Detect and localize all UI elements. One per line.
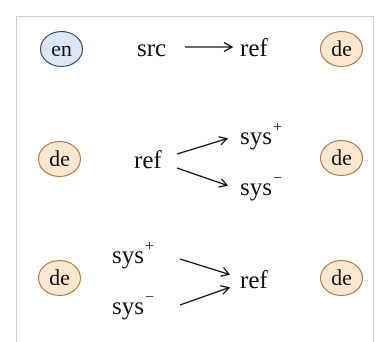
- row3-left-language-badge: de: [38, 260, 81, 296]
- row2-sys-minus-label: sys−: [240, 170, 282, 201]
- row3-sys-minus-label: sys−: [112, 289, 154, 320]
- row1-src-label: src: [137, 35, 167, 62]
- frame-right-border: [373, 16, 374, 342]
- row3-arrow-from-sys-plus: [179, 258, 231, 277]
- row3-ref-label: ref: [240, 267, 268, 294]
- row1-arrow: [185, 41, 234, 53]
- row2-arrow-to-sys-minus: [176, 167, 229, 188]
- row3-arrow-from-sys-minus: [179, 285, 231, 306]
- row3-right-language-badge: de: [320, 260, 363, 296]
- row1-left-language-badge: en: [40, 31, 83, 67]
- row1-right-language-badge: de: [320, 31, 363, 67]
- row2-right-language-badge: de: [320, 140, 363, 176]
- row3-sys-plus-label: sys+: [112, 238, 154, 269]
- row2-sys-plus-label: sys+: [240, 119, 282, 150]
- row2-arrow-to-sys-plus: [176, 136, 229, 155]
- frame-top-border: [16, 16, 374, 17]
- row2-left-language-badge: de: [38, 141, 81, 177]
- row2-ref-label: ref: [134, 147, 162, 174]
- frame-left-border: [16, 16, 17, 342]
- row1-ref-label: ref: [240, 35, 268, 62]
